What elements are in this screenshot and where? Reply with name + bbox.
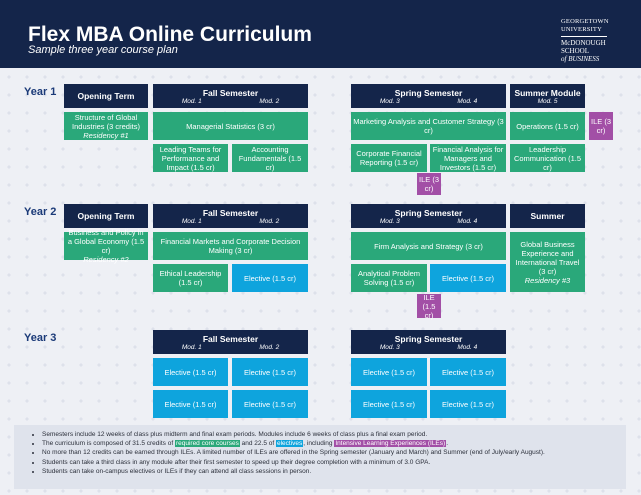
- course-financial-analysis: Financial Analysis for Managers and Inve…: [430, 144, 506, 172]
- ile-spring-y1: ILE (3 cr): [417, 173, 441, 195]
- notes-list: Semesters include 12 weeks of class plus…: [14, 425, 626, 476]
- y3-fall-semester-title: Fall Semester: [202, 334, 259, 344]
- course-structure-global-industries: Structure of Global Industries (3 credit…: [64, 112, 148, 140]
- logo-line-4: SCHOOL: [561, 47, 590, 55]
- course-financial-markets: Financial Markets and Corporate Decision…: [153, 232, 308, 260]
- elective-y2-spring: Elective (1.5 cr): [430, 264, 506, 292]
- y1-summer-module-title: Summer Module: [514, 88, 581, 98]
- logo-divider: [561, 36, 607, 37]
- course-title: Business and Policy in a Global Economy …: [67, 228, 145, 255]
- elective-y3-spring-1: Elective (1.5 cr): [351, 358, 427, 386]
- course-title: Structure of Global Industries (3 credit…: [72, 112, 140, 131]
- y3-spring-semester-header: Spring Semester Mod. 3 Mod. 4: [351, 330, 506, 354]
- y3-mod2-label: Mod. 2: [259, 344, 280, 351]
- year-2-label: Year 2: [24, 206, 57, 218]
- course-accounting-fundamentals: Accounting Fundamentals (1.5 cr): [232, 144, 308, 172]
- note-text: , including: [303, 440, 335, 448]
- y1-mod1-label: Mod. 1: [181, 98, 202, 105]
- elective-y3-spring-4: Elective (1.5 cr): [430, 390, 506, 418]
- course-ethical-leadership: Ethical Leadership (1.5 cr): [153, 264, 228, 292]
- note-item: Students can take a third class in any m…: [42, 458, 626, 467]
- residency-label: Residency #3: [524, 275, 571, 285]
- course-corporate-financial-reporting: Corporate Financial Reporting (1.5 cr): [351, 144, 427, 172]
- y1-fall-semester-header: Fall Semester Mod. 1 Mod. 2: [153, 84, 308, 108]
- university-logo: GEORGETOWN UNIVERSITY McDONOUGH SCHOOL o…: [561, 18, 621, 63]
- course-business-policy: Business and Policy in a Global Economy …: [64, 228, 148, 264]
- y2-mod2-label: Mod. 2: [259, 218, 280, 225]
- y3-mod1-label: Mod. 1: [181, 344, 202, 351]
- y3-fall-semester-header: Fall Semester Mod. 1 Mod. 2: [153, 330, 308, 354]
- y2-spring-semester-title: Spring Semester: [394, 208, 463, 218]
- y2-fall-semester-title: Fall Semester: [202, 208, 259, 218]
- residency-label: Residency #2: [83, 255, 129, 264]
- electives-highlight: electives: [275, 440, 304, 448]
- y2-opening-term-header: Opening Term: [64, 204, 148, 228]
- logo-line-2: UNIVERSITY: [561, 26, 602, 33]
- y3-mod3-label: Mod. 3: [379, 344, 400, 351]
- y1-mod2-label: Mod. 2: [259, 98, 280, 105]
- ile-summer-y1: ILE (3 cr): [589, 112, 613, 140]
- course-marketing-analysis: Marketing Analysis and Customer Strategy…: [351, 112, 506, 140]
- y1-mod4-label: Mod. 4: [457, 98, 478, 105]
- ile-highlight: Intensive Learning Experiences (ILEs): [334, 440, 447, 448]
- y2-mod3-label: Mod. 3: [379, 218, 400, 225]
- note-item: No more than 12 credits can be earned th…: [42, 448, 626, 457]
- note-item: The curriculum is composed of 31.5 credi…: [42, 439, 626, 448]
- note-text: The curriculum is composed of 31.5 credi…: [42, 440, 175, 448]
- y1-summer-module-header: Summer Module Mod. 5: [510, 84, 585, 108]
- elective-y3-fall-4: Elective (1.5 cr): [232, 390, 308, 418]
- note-item: Semesters include 12 weeks of class plus…: [42, 430, 626, 439]
- y3-spring-semester-title: Spring Semester: [394, 334, 463, 344]
- course-managerial-statistics: Managerial Statistics (3 cr): [153, 112, 308, 140]
- page-subtitle: Sample three year course plan: [28, 44, 178, 56]
- ile-spring-y2: ILE (1.5 cr): [417, 293, 441, 320]
- logo-line-3: McDONOUGH: [561, 39, 606, 47]
- elective-y3-spring-2: Elective (1.5 cr): [430, 358, 506, 386]
- notes-panel: Semesters include 12 weeks of class plus…: [14, 425, 626, 489]
- y1-fall-semester-title: Fall Semester: [202, 88, 259, 98]
- note-text: .: [446, 440, 448, 448]
- y3-mod4-label: Mod. 4: [457, 344, 478, 351]
- y1-opening-term-header: Opening Term: [64, 84, 148, 108]
- year-1-label: Year 1: [24, 86, 57, 98]
- page-title: Flex MBA Online Curriculum: [28, 23, 312, 46]
- elective-y3-fall-3: Elective (1.5 cr): [153, 390, 228, 418]
- elective-y3-fall-1: Elective (1.5 cr): [153, 358, 228, 386]
- y2-summer-header: Summer: [510, 204, 585, 228]
- elective-y2-fall: Elective (1.5 cr): [232, 264, 308, 292]
- header-banner: Flex MBA Online Curriculum Sample three …: [0, 0, 641, 68]
- core-courses-highlight: required core courses: [174, 440, 240, 448]
- course-global-business-experience: Global Business Experience and Internati…: [510, 232, 585, 292]
- year-3-label: Year 3: [24, 332, 57, 344]
- y1-mod3-label: Mod. 3: [379, 98, 400, 105]
- course-operations: Operations (1.5 cr): [510, 112, 585, 140]
- y2-mod1-label: Mod. 1: [181, 218, 202, 225]
- course-analytical-problem-solving: Analytical Problem Solving (1.5 cr): [351, 264, 427, 292]
- elective-y3-fall-2: Elective (1.5 cr): [232, 358, 308, 386]
- y1-mod5-label: Mod. 5: [537, 98, 558, 105]
- course-leading-teams: Leading Teams for Performance and Impact…: [153, 144, 228, 172]
- logo-line-5: of BUSINESS: [561, 55, 600, 63]
- note-item: Students can take on-campus electives or…: [42, 467, 626, 476]
- course-leadership-communication: Leadership Communication (1.5 cr): [510, 144, 585, 172]
- elective-y3-spring-3: Elective (1.5 cr): [351, 390, 427, 418]
- y1-spring-semester-header: Spring Semester Mod. 3 Mod. 4: [351, 84, 506, 108]
- y2-fall-semester-header: Fall Semester Mod. 1 Mod. 2: [153, 204, 308, 228]
- residency-label: Residency #1: [83, 130, 129, 140]
- note-text: and 22.5 of: [239, 440, 276, 448]
- y2-spring-semester-header: Spring Semester Mod. 3 Mod. 4: [351, 204, 506, 228]
- course-title: Global Business Experience and Internati…: [515, 239, 580, 276]
- course-firm-analysis: Firm Analysis and Strategy (3 cr): [351, 232, 506, 260]
- y1-spring-semester-title: Spring Semester: [394, 88, 463, 98]
- logo-line-1: GEORGETOWN: [561, 18, 609, 25]
- y2-mod4-label: Mod. 4: [457, 218, 478, 225]
